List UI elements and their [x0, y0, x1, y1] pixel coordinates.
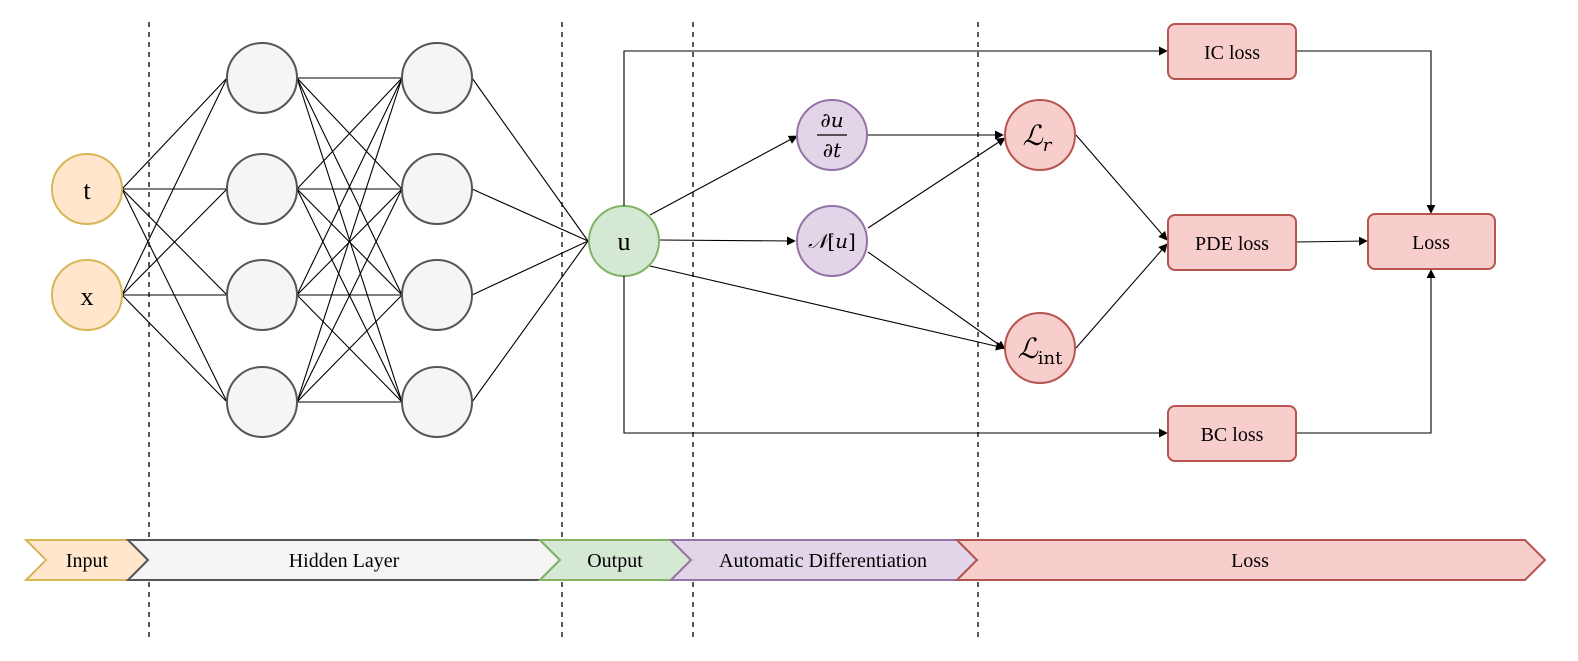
edge-u-to-dudt — [649, 135, 798, 216]
operator-variable: u — [835, 229, 848, 253]
ic-loss-box: IC loss — [1167, 23, 1297, 80]
input-node-x: x — [51, 259, 123, 331]
output-edges — [623, 46, 1436, 438]
hidden-layer1-node-0 — [226, 42, 298, 114]
hidden-layer1-node-3 — [226, 366, 298, 438]
lint-symbol: ℒ — [1018, 332, 1039, 365]
edge-h1n3-h2n1 — [296, 188, 403, 403]
edge-input1-h1n0 — [121, 77, 228, 296]
network-edges — [121, 77, 589, 403]
hidden-layer2-node-2 — [401, 259, 473, 331]
hidden-layer2-node-3 — [401, 366, 473, 438]
operator-node: 𝒩[u] — [796, 205, 868, 277]
edge-operator-to-lr — [867, 137, 1006, 229]
edge-h1n2-h2n1 — [296, 188, 403, 296]
edge-input1-h1n1 — [121, 188, 228, 296]
operator-close-bracket: ] — [848, 229, 856, 253]
stage-hidden-layer: Hidden Layer — [125, 539, 562, 581]
hidden-layer2-node-0 — [401, 42, 473, 114]
edge-u-to-ic-loss — [623, 46, 1168, 206]
input-node-x-label: x — [81, 282, 94, 311]
stage-ad-label: Automatic Differentiation — [719, 550, 927, 572]
hidden-layer2-node-1 — [401, 153, 473, 225]
stage-output-label: Output — [587, 550, 643, 572]
output-node-u: u — [588, 205, 660, 277]
operator-open-bracket: [ — [827, 229, 835, 253]
total-loss-label: Loss — [1412, 232, 1450, 254]
edge-pde-to-loss — [1295, 236, 1368, 246]
pde-loss-box: PDE loss — [1167, 214, 1297, 271]
edge-u-to-bc-loss — [623, 276, 1168, 438]
hidden-layer1-node-2 — [226, 259, 298, 331]
stage-automatic-differentiation: Automatic Differentiation — [668, 539, 979, 581]
edge-bc-to-loss — [1296, 269, 1436, 434]
edge-lr-to-pde — [1075, 134, 1168, 241]
pde-loss-label: PDE loss — [1195, 233, 1269, 255]
stage-separators — [148, 22, 979, 640]
stage-input-label: Input — [66, 550, 109, 572]
stage-input: Input — [23, 539, 150, 581]
lint-node: ℒint — [1004, 312, 1076, 384]
stage-banner: Input Hidden Layer Output Automatic Diff… — [23, 539, 1547, 581]
edge-lint-to-pde — [1075, 243, 1168, 349]
lr-subscript: r — [1043, 135, 1053, 156]
edge-h2n3-output — [471, 240, 589, 403]
edge-h2n1-output — [471, 188, 589, 242]
input-node-t: t — [51, 153, 123, 225]
stage-output: Output — [537, 539, 693, 581]
edge-h1n3-h2n0 — [296, 77, 403, 403]
input-node-t-label: t — [83, 176, 91, 205]
edge-h2n0-output — [471, 77, 589, 242]
input-layer: t x — [51, 153, 123, 331]
edge-h1n3-h2n2 — [296, 294, 403, 403]
bc-loss-box: BC loss — [1167, 405, 1297, 462]
edge-h1n2-h2n0 — [296, 77, 403, 296]
output-node-label: u — [618, 227, 631, 256]
lr-node: ℒr — [1004, 99, 1076, 171]
hidden-layer1-node-1 — [226, 153, 298, 225]
ic-loss-label: IC loss — [1204, 42, 1260, 64]
stage-loss: Loss — [954, 539, 1547, 581]
operator-label: 𝒩[u] — [808, 229, 856, 253]
edge-u-to-lint — [649, 265, 1005, 351]
edge-u-to-operator — [659, 236, 796, 246]
stage-loss-label: Loss — [1231, 550, 1269, 572]
lr-symbol: ℒ — [1023, 119, 1044, 152]
lr-label: ℒr — [1023, 119, 1053, 156]
lint-label: ℒint — [1018, 332, 1064, 369]
edge-operator-to-lint — [867, 251, 1006, 350]
hidden-layers — [226, 42, 473, 438]
edge-input1-h1n3 — [121, 294, 228, 403]
du-dt-numerator: ∂u — [820, 108, 843, 132]
du-dt-denominator: ∂t — [823, 138, 842, 162]
bc-loss-label: BC loss — [1201, 424, 1264, 446]
du-dt-node: ∂u ∂t — [796, 99, 868, 171]
edge-ic-to-loss — [1296, 50, 1436, 214]
total-loss-box: Loss — [1367, 213, 1496, 270]
lint-subscript: int — [1038, 348, 1063, 369]
stage-hidden-layer-label: Hidden Layer — [289, 550, 400, 572]
edge-h1n1-h2n0 — [296, 77, 403, 190]
edge-h2n2-output — [471, 240, 589, 296]
edge-input0-h1n0 — [121, 77, 228, 190]
